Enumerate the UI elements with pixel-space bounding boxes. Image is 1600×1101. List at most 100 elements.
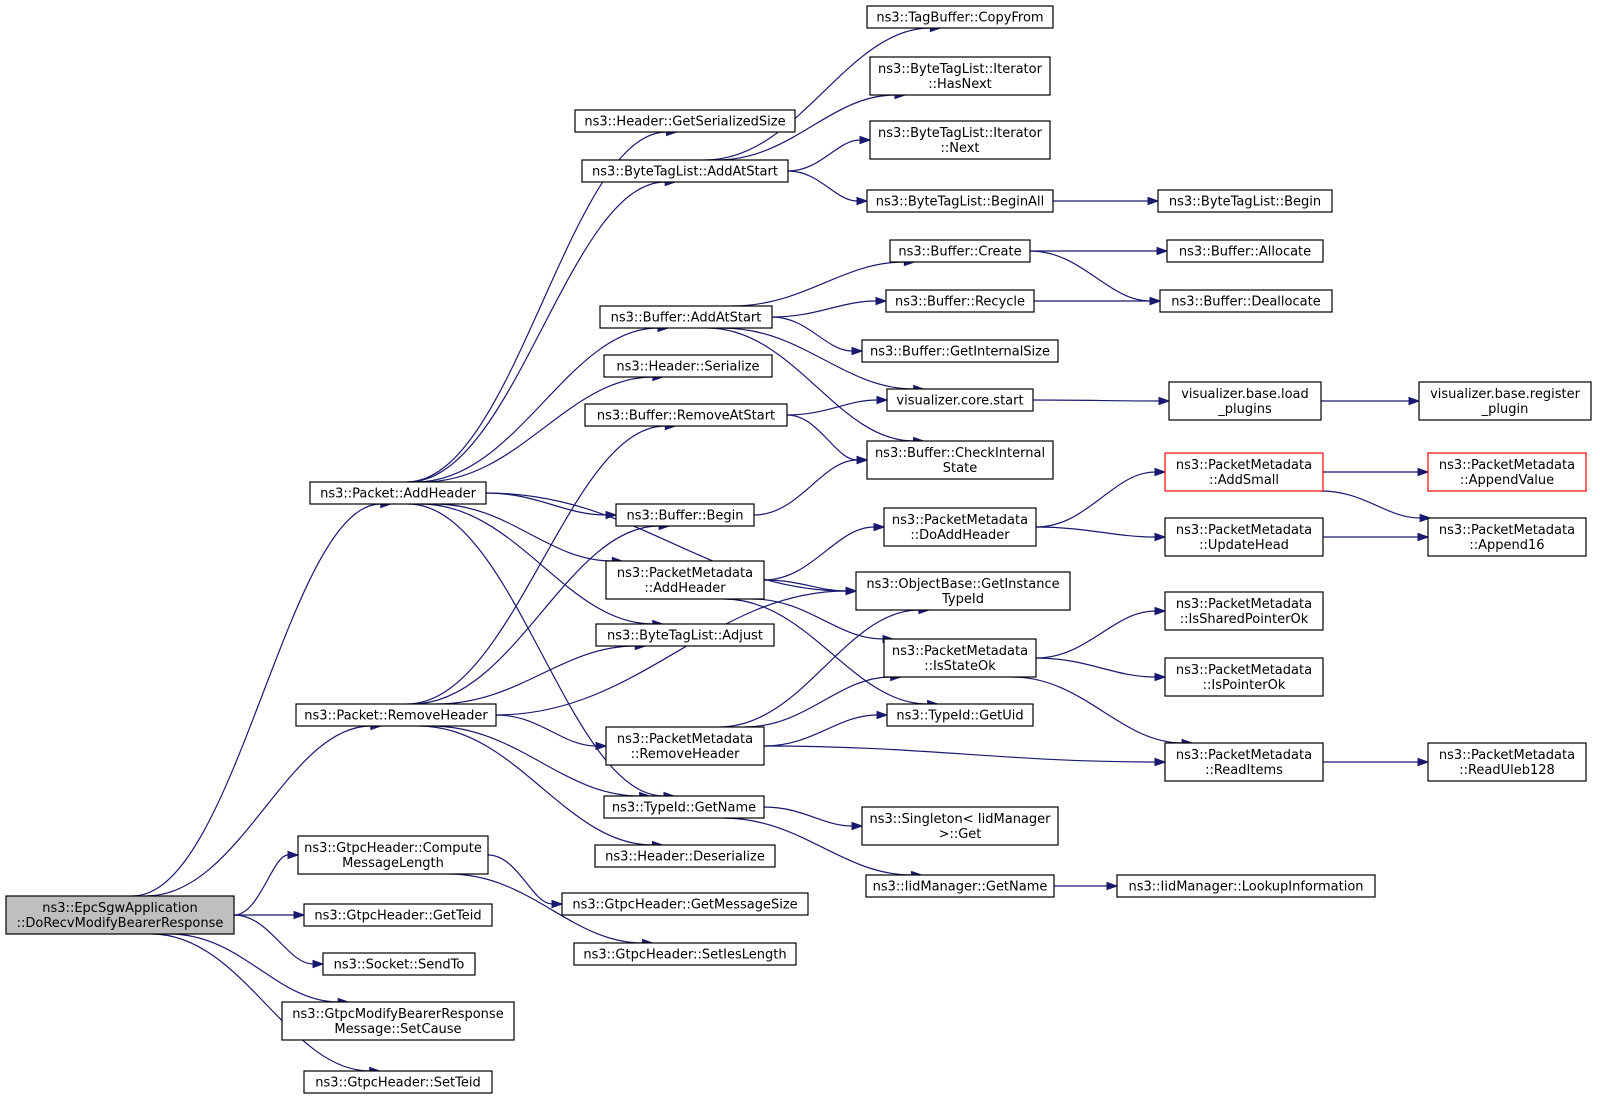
node-buf-recycle[interactable]: ns3::Buffer::Recycle xyxy=(885,289,1035,313)
edge-line xyxy=(411,525,660,705)
node-label: ns3::PacketMetadata xyxy=(1176,748,1312,763)
node-btl-adjust[interactable]: ns3::ByteTagList::Adjust xyxy=(595,623,775,647)
node-pkt-addheader[interactable]: ns3::Packet::AddHeader xyxy=(309,481,487,505)
node-socket-sendto[interactable]: ns3::Socket::SendTo xyxy=(322,952,476,976)
node-buf-create[interactable]: ns3::Buffer::Create xyxy=(889,239,1031,263)
node-box xyxy=(869,56,1051,96)
node-singleton-get[interactable]: ns3::Singleton< IidManager>::Get xyxy=(861,806,1059,846)
arrowhead xyxy=(1156,246,1169,256)
node-btl-addatstart[interactable]: ns3::ByteTagList::AddAtStart xyxy=(581,159,789,183)
node-buf-getinternalsize[interactable]: ns3::Buffer::GetInternalSize xyxy=(861,339,1059,363)
node-pm-updatehead[interactable]: ns3::PacketMetadata::UpdateHead xyxy=(1164,517,1324,557)
node-root[interactable]: ns3::EpcSgwApplication::DoRecvModifyBear… xyxy=(5,895,235,935)
node-hdr-serialize[interactable]: ns3::Header::Serialize xyxy=(603,354,773,378)
arrowhead xyxy=(287,850,300,860)
node-box xyxy=(883,507,1037,547)
node-buf-addatstart[interactable]: ns3::Buffer::AddAtStart xyxy=(599,305,773,329)
node-vis-register-plugin[interactable]: visualizer.base.register_plugin xyxy=(1418,381,1592,421)
arrowhead xyxy=(551,899,564,909)
node-typeid-getname[interactable]: ns3::TypeId::GetName xyxy=(603,795,765,819)
node-label: ns3::IidManager::LookupInformation xyxy=(1128,880,1363,895)
node-label: ns3::GtpcHeader::GetMessageSize xyxy=(572,898,797,913)
edge-buf-addatstart-to-buf-recycle xyxy=(771,296,888,318)
node-hdr-deserialize[interactable]: ns3::Header::Deserialize xyxy=(594,844,776,868)
node-btl-it-hasnext[interactable]: ns3::ByteTagList::Iterator::HasNext xyxy=(869,56,1051,96)
node-box xyxy=(615,503,755,527)
arrowhead xyxy=(293,910,306,920)
node-pm-issharedpointerok[interactable]: ns3::PacketMetadata::IsSharedPointerOk xyxy=(1164,591,1324,631)
arrowhead xyxy=(1106,881,1119,891)
node-box xyxy=(295,703,497,727)
node-label: _plugin xyxy=(1481,402,1529,417)
node-pm-ispointerok[interactable]: ns3::PacketMetadata::IsPointerOk xyxy=(1164,657,1324,697)
edge-root-to-gtpc-getteid xyxy=(234,910,306,920)
node-pm-doaddheader[interactable]: ns3::PacketMetadata::DoAddHeader xyxy=(883,507,1037,547)
edge-pkt-addheader-to-hdr-serialize xyxy=(423,372,665,483)
node-hdr-getsersize[interactable]: ns3::Header::GetSerializedSize xyxy=(574,109,796,133)
edge-line xyxy=(707,327,914,442)
edge-line xyxy=(763,526,875,581)
edge-line xyxy=(716,94,896,161)
node-label: ns3::Socket::SendTo xyxy=(334,958,465,973)
node-pm-addsmall[interactable]: ns3::PacketMetadata::AddSmall xyxy=(1164,452,1324,492)
edge-line xyxy=(495,714,597,747)
node-iidmgr-getname[interactable]: ns3::IidManager::GetName xyxy=(865,874,1055,898)
node-pm-removeheader[interactable]: ns3::PacketMetadata::RemoveHeader xyxy=(605,726,765,766)
node-label: visualizer.base.register xyxy=(1430,387,1581,402)
node-buf-allocate[interactable]: ns3::Buffer::Allocate xyxy=(1166,239,1324,263)
node-gtpc-setcause[interactable]: ns3::GtpcModifyBearerResponseMessage::Se… xyxy=(281,1001,515,1041)
node-buf-begin[interactable]: ns3::Buffer::Begin xyxy=(615,503,755,527)
arrowhead xyxy=(1408,396,1421,406)
edge-line xyxy=(722,327,914,390)
node-buf-removeatstart[interactable]: ns3::Buffer::RemoveAtStart xyxy=(584,403,788,427)
edge-pkt-removeheader-to-objbase-getinstancetypeid xyxy=(495,586,858,716)
edge-line xyxy=(719,609,919,728)
node-vis-load-plugins[interactable]: visualizer.base.load_plugins xyxy=(1168,381,1322,421)
node-label: ::IsSharedPointerOk xyxy=(1180,612,1309,627)
node-label: ns3::EpcSgwApplication xyxy=(42,901,197,916)
node-gtpc-setieslen[interactable]: ns3::GtpcHeader::SetIesLength xyxy=(573,942,797,966)
node-box xyxy=(595,623,775,647)
node-pm-readitems[interactable]: ns3::PacketMetadata::ReadItems xyxy=(1164,742,1324,782)
edge-pkt-removeheader-to-pm-removeheader xyxy=(495,714,608,751)
edge-line xyxy=(1320,490,1421,519)
node-gtpc-getmsgsize[interactable]: ns3::GtpcHeader::GetMessageSize xyxy=(561,892,809,916)
node-typeid-getuid[interactable]: ns3::TypeId::GetUid xyxy=(886,703,1034,727)
node-buf-deallocate[interactable]: ns3::Buffer::Deallocate xyxy=(1159,289,1333,313)
node-box xyxy=(866,440,1054,480)
node-tagbuf-copyfrom[interactable]: ns3::TagBuffer::CopyFrom xyxy=(866,5,1054,29)
node-label: ns3::Buffer::Recycle xyxy=(895,295,1025,310)
node-pm-appendvalue[interactable]: ns3::PacketMetadata::AppendValue xyxy=(1427,452,1587,492)
node-btl-begin[interactable]: ns3::ByteTagList::Begin xyxy=(1157,189,1333,213)
node-vis-core-start[interactable]: visualizer.core.start xyxy=(886,388,1034,412)
node-box xyxy=(1427,742,1587,782)
node-box xyxy=(574,109,796,133)
node-gtpc-getteid[interactable]: ns3::GtpcHeader::GetTeid xyxy=(303,903,493,927)
call-graph-edges xyxy=(132,23,1432,1076)
node-box xyxy=(594,844,776,868)
edge-line xyxy=(751,598,884,640)
node-pkt-removeheader[interactable]: ns3::Packet::RemoveHeader xyxy=(295,703,497,727)
node-pm-isstateok[interactable]: ns3::PacketMetadata::IsStateOk xyxy=(883,638,1037,678)
node-pm-readuleb128[interactable]: ns3::PacketMetadata::ReadUleb128 xyxy=(1427,742,1587,782)
node-gtpc-setteid[interactable]: ns3::GtpcHeader::SetTeid xyxy=(303,1070,493,1094)
node-box xyxy=(1157,189,1333,213)
edge-line xyxy=(771,300,877,318)
node-box xyxy=(1168,381,1322,421)
node-pm-append16[interactable]: ns3::PacketMetadata::Append16 xyxy=(1427,517,1587,557)
node-label: ns3::GtpcModifyBearerResponse xyxy=(292,1007,503,1022)
node-pm-addheader[interactable]: ns3::PacketMetadata::AddHeader xyxy=(605,560,765,600)
node-label: ns3::Buffer::RemoveAtStart xyxy=(597,409,775,424)
arrowhead xyxy=(859,135,872,145)
node-iidmgr-lookup[interactable]: ns3::IidManager::LookupInformation xyxy=(1116,874,1376,898)
node-btl-beginall[interactable]: ns3::ByteTagList::BeginAll xyxy=(866,189,1054,213)
node-label: ::AppendValue xyxy=(1460,473,1554,488)
node-btl-it-next[interactable]: ns3::ByteTagList::Iterator::Next xyxy=(869,120,1051,160)
edge-iidmgr-getname-to-iidmgr-lookup xyxy=(1054,881,1119,891)
node-label: ns3::Buffer::Begin xyxy=(626,509,743,524)
arrowhead xyxy=(312,959,325,969)
arrowhead xyxy=(1154,606,1167,616)
